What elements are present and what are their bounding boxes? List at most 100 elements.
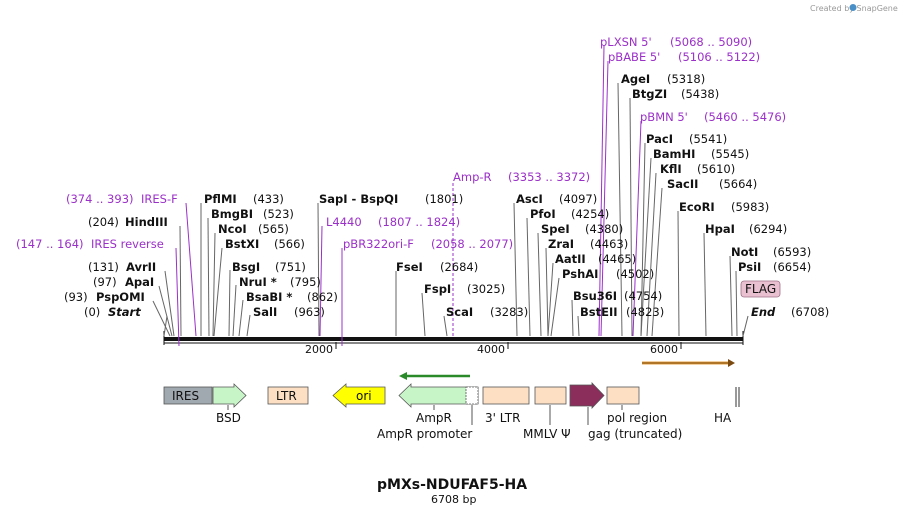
ha-label: HA bbox=[714, 411, 732, 425]
site-name: BsgI bbox=[232, 260, 260, 274]
site-pos: (5545) bbox=[711, 147, 749, 161]
site-pos: (565) bbox=[258, 222, 289, 236]
pol-label: pol region bbox=[607, 411, 667, 425]
site-name: HindIII bbox=[125, 215, 168, 229]
primer-range: (3353 .. 3372) bbox=[508, 170, 590, 184]
site-pos: (4465) bbox=[598, 252, 636, 266]
site-pos: (6654) bbox=[773, 260, 811, 274]
primer-name: L4440 bbox=[326, 215, 362, 229]
primer-labels: L4440 (1807 .. 1824) pBR322ori-F (2058 .… bbox=[326, 35, 786, 251]
site-name: PspOMI bbox=[96, 290, 145, 304]
site-pos: (204) bbox=[88, 215, 119, 229]
primer-range: (1807 .. 1824) bbox=[378, 215, 460, 229]
ampr-orf-arrow bbox=[399, 372, 470, 380]
mmlv-label: MMLV Ψ bbox=[523, 427, 571, 441]
ires-label: IRES bbox=[172, 389, 199, 403]
site-name: ApaI bbox=[125, 275, 154, 289]
tick-label: 2000 bbox=[305, 343, 333, 356]
site-name: SapI - BspQI bbox=[319, 192, 398, 206]
site-name: PshAI bbox=[562, 267, 598, 281]
site-name: AvrII bbox=[126, 260, 156, 274]
ori-feature bbox=[332, 383, 386, 408]
site-name: BsaBI * bbox=[246, 290, 292, 304]
site-name: ZraI bbox=[548, 237, 574, 251]
site-pos: (433) bbox=[253, 192, 284, 206]
primer-name: pBR322ori-F bbox=[343, 237, 414, 251]
ltr3-label: 3' LTR bbox=[485, 411, 520, 425]
mmlv-feature bbox=[534, 386, 567, 405]
site-pos: (4823) bbox=[626, 305, 664, 319]
primer-name: pBMN 5' bbox=[640, 110, 688, 124]
snapgene-logo-icon bbox=[849, 4, 857, 11]
site-pos: (0) bbox=[84, 305, 100, 319]
ampr-label: AmpR bbox=[416, 411, 452, 425]
primer-name: IRES reverse bbox=[91, 237, 164, 251]
plasmid-title: pMXs-NDUFAF5-HA bbox=[377, 477, 527, 493]
site-pos: (6294) bbox=[749, 222, 787, 236]
site-pos: (1801) bbox=[425, 192, 463, 206]
site-pos: (97) bbox=[93, 275, 117, 289]
feature-track: IRES BSD LTR ori AmpR AmpR promoter 3' L… bbox=[163, 382, 740, 441]
primer-name: IRES-F bbox=[141, 192, 178, 206]
primer-range: (5106 .. 5122) bbox=[678, 50, 760, 64]
site-name: PfoI bbox=[530, 207, 556, 221]
site-pos: (5438) bbox=[681, 87, 719, 101]
site-name: SalI bbox=[253, 305, 277, 319]
site-name: BtgZI bbox=[632, 87, 667, 101]
site-pos: (751) bbox=[275, 260, 306, 274]
site-name: EcoRI bbox=[679, 200, 715, 214]
plasmid-length: 6708 bp bbox=[431, 493, 476, 506]
tick-label: 4000 bbox=[477, 343, 505, 356]
site-pos: (4380) bbox=[585, 222, 623, 236]
primer-range: (147 .. 164) bbox=[16, 237, 84, 251]
site-pos: (5610) bbox=[697, 162, 735, 176]
ltr-label: LTR bbox=[276, 389, 297, 403]
site-name: AatII bbox=[555, 252, 586, 266]
orf-arrow bbox=[642, 359, 735, 367]
site-pos: (862) bbox=[307, 290, 338, 304]
site-pos: (6593) bbox=[773, 245, 811, 259]
site-pos: (5541) bbox=[689, 132, 727, 146]
ampr-promoter-feature bbox=[465, 386, 479, 405]
site-name: ScaI bbox=[446, 305, 473, 319]
site-name: PacI bbox=[646, 132, 673, 146]
pol-feature bbox=[606, 386, 640, 405]
site-pos: (6708) bbox=[791, 305, 829, 319]
primer-range: (2058 .. 2077) bbox=[431, 237, 513, 251]
gag-label: gag (truncated) bbox=[588, 427, 682, 441]
flag-label: FLAG bbox=[745, 282, 776, 296]
left-sites: (204) HindIII (131) AvrII (97) ApaI (93)… bbox=[64, 215, 168, 319]
backbone bbox=[164, 337, 743, 341]
site-name: NotI bbox=[731, 245, 758, 259]
site-pos: (795) bbox=[290, 275, 321, 289]
site-pos: (93) bbox=[64, 290, 88, 304]
site-pos: (3025) bbox=[467, 282, 505, 296]
site-name: End bbox=[751, 305, 776, 319]
site-name: PsiI bbox=[738, 260, 761, 274]
site-name: SpeI bbox=[541, 222, 570, 236]
site-pos: (963) bbox=[294, 305, 325, 319]
site-pos: (4502) bbox=[616, 267, 654, 281]
site-pos: (5664) bbox=[719, 177, 757, 191]
ampr-promoter-label: AmpR promoter bbox=[377, 427, 472, 441]
bsd-label: BSD bbox=[216, 411, 241, 425]
site-name: NruI * bbox=[239, 275, 277, 289]
site-pos: (5318) bbox=[667, 72, 705, 86]
site-name: KflI bbox=[660, 162, 682, 176]
site-pos: (4097) bbox=[559, 192, 597, 206]
ltr3-feature bbox=[482, 386, 530, 405]
ori-label: ori bbox=[356, 389, 372, 403]
site-name: BmgBI bbox=[211, 207, 253, 221]
tick-label: 6000 bbox=[650, 343, 678, 356]
site-name: Bsu36I bbox=[573, 289, 617, 303]
site-name: BstXI bbox=[225, 237, 259, 251]
site-name: FseI bbox=[396, 260, 423, 274]
primer-range: (374 .. 393) bbox=[66, 192, 134, 206]
primer-range: (5068 .. 5090) bbox=[670, 35, 752, 49]
site-pos: (5983) bbox=[731, 200, 769, 214]
ires-feature bbox=[163, 386, 213, 405]
flag-tag bbox=[740, 280, 781, 298]
site-name: SacII bbox=[667, 177, 698, 191]
